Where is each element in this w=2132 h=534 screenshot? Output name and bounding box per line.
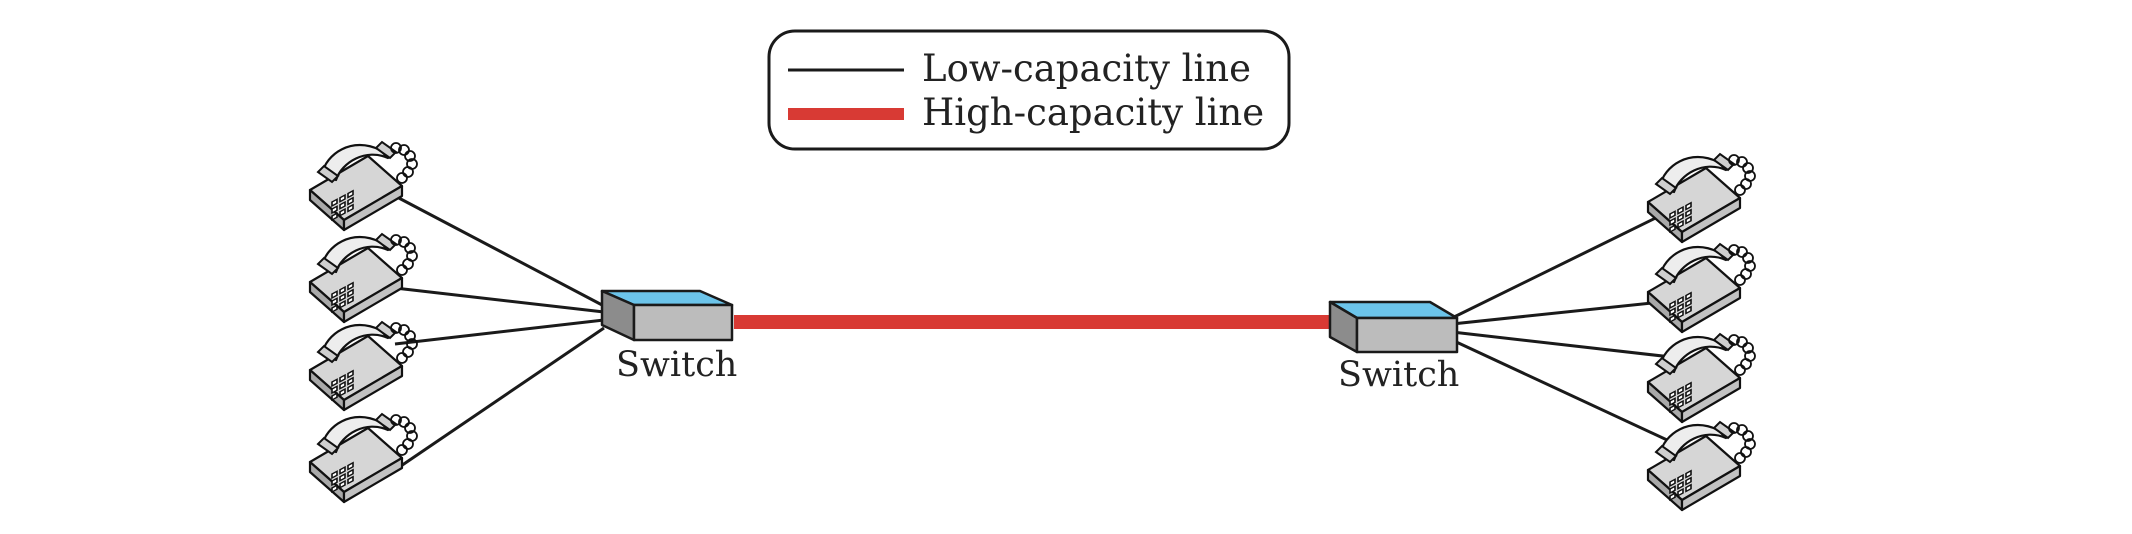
legend-high-capacity-label: High-capacity line <box>922 91 1264 134</box>
low-capacity-line-left-1 <box>394 194 605 308</box>
telephone-icon <box>308 412 419 504</box>
right-low-capacity-lines <box>1451 204 1681 448</box>
telephone-icon <box>1646 152 1757 244</box>
telephone-icon <box>308 140 419 232</box>
telephone-icon <box>1646 332 1757 424</box>
telephone-icon <box>308 232 419 324</box>
right-switch-icon <box>1328 300 1459 354</box>
low-capacity-line-right-2 <box>1451 298 1681 326</box>
left-low-capacity-lines <box>394 194 605 472</box>
low-capacity-line-right-4 <box>1451 338 1681 448</box>
low-capacity-line-left-4 <box>394 326 605 472</box>
legend: Low-capacity line High-capacity line <box>767 29 1291 151</box>
low-capacity-line-left-2 <box>394 286 605 314</box>
right-switch-label: Switch <box>1338 355 1459 395</box>
left-switch-icon <box>600 289 734 342</box>
left-telephones <box>308 140 419 504</box>
telephone-icon <box>1646 242 1757 334</box>
right-telephones <box>1646 152 1757 512</box>
telephone-icon <box>308 320 419 412</box>
telephone-icon <box>1646 420 1757 512</box>
legend-low-capacity-label: Low-capacity line <box>922 47 1251 90</box>
low-capacity-line-right-3 <box>1451 330 1681 360</box>
low-capacity-line-right-1 <box>1451 204 1681 320</box>
left-switch-label: Switch <box>616 345 737 385</box>
low-capacity-line-left-3 <box>394 318 605 346</box>
